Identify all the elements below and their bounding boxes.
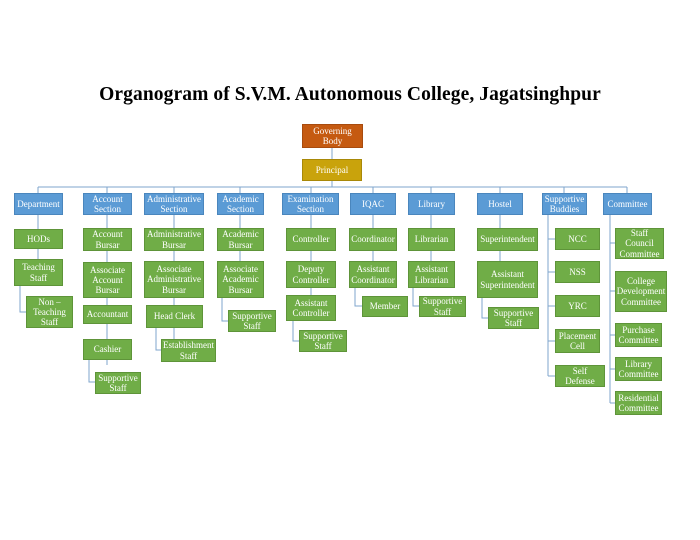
page-title: Organogram of S.V.M. Autonomous College,… (99, 84, 601, 105)
principal-box: Principal (302, 159, 362, 181)
examination-section-box: Examination Section (282, 193, 339, 215)
yrc-box: YRC (555, 295, 600, 317)
member-box: Member (362, 296, 408, 317)
account-section-box: Account Section (83, 193, 132, 215)
placement-cell-box: Placement Cell (555, 329, 600, 353)
assistant-coordinator-box: Assistant Coordinator (349, 261, 397, 288)
library-committee-box: Library Committee (615, 357, 662, 381)
establishment-staff-box: Establishment Staff (161, 339, 216, 362)
coordinator-box: Coordinator (349, 228, 397, 251)
administrative-bursar-box: Administrative Bursar (144, 228, 204, 251)
exam-supportive-staff-box: Supportive Staff (299, 330, 347, 352)
hods-box: HODs (14, 229, 63, 249)
staff-council-committee-box: Staff Council Committee (615, 228, 664, 259)
account-supportive-staff-box: Supportive Staff (95, 372, 141, 394)
academic-bursar-box: Academic Bursar (217, 228, 264, 251)
academic-section-box: Academic Section (217, 193, 264, 215)
college-development-committee-box: College Development Committee (615, 271, 667, 312)
self-defense-box: Self Defense (555, 365, 605, 387)
head-clerk-box: Head Clerk (146, 305, 203, 328)
librarian-box: Librarian (408, 228, 455, 251)
iqac-box: IQAC (350, 193, 396, 215)
controller-box: Controller (286, 228, 336, 251)
hostel-box: Hostel (477, 193, 523, 215)
hostel-supportive-staff-box: Supportive Staff (488, 307, 539, 329)
department-box: Department (14, 193, 63, 215)
assistant-superintendent-box: Assistant Superintendent (477, 261, 538, 298)
accountant-box: Accountant (83, 305, 132, 324)
associate-account-bursar-box: Associate Account Bursar (83, 262, 132, 298)
cashier-box: Cashier (83, 339, 132, 360)
teaching-staff-box: Teaching Staff (14, 259, 63, 286)
supportive-buddies-box: Supportive Buddies (542, 193, 587, 215)
committee-box: Committee (603, 193, 652, 215)
superintendent-box: Superintendent (477, 228, 538, 251)
purchase-committee-box: Purchase Committee (615, 323, 662, 347)
academic-supportive-staff-box: Supportive Staff (228, 310, 276, 332)
residential-committee-box: Residential Committee (615, 391, 662, 415)
account-bursar-box: Account Bursar (83, 228, 132, 251)
nss-box: NSS (555, 261, 600, 283)
library-supportive-staff-box: Supportive Staff (419, 296, 466, 317)
associate-administrative-bursar-box: Associate Administrative Bursar (144, 261, 204, 298)
library-box: Library (408, 193, 455, 215)
non-teaching-staff-box: Non – Teaching Staff (26, 296, 73, 328)
ncc-box: NCC (555, 228, 600, 250)
deputy-controller-box: Deputy Controller (286, 261, 336, 288)
administrative-section-box: Administrative Section (144, 193, 204, 215)
governing-body-box: Governing Body (302, 124, 363, 148)
associate-academic-bursar-box: Associate Academic Bursar (217, 261, 264, 298)
assistant-controller-box: Assistant Controller (286, 295, 336, 321)
assistant-librarian-box: Assistant Librarian (408, 261, 455, 288)
